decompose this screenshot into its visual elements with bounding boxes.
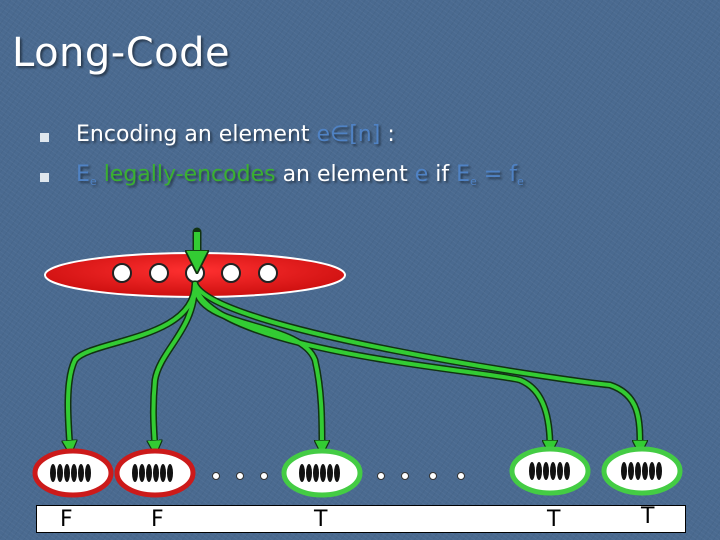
truth-label: T <box>641 504 655 529</box>
function-subscript: e <box>516 175 524 188</box>
truth-label: F <box>151 507 164 532</box>
true-encoding-ellipse <box>601 446 683 496</box>
encoding-subscript: e <box>470 175 477 188</box>
ellipsis-dots-icon <box>212 472 268 480</box>
slide-title: Long-Code <box>12 30 231 76</box>
element-circle <box>185 263 205 283</box>
equals-sign: = <box>476 162 510 187</box>
element-domain-ellipse <box>44 252 346 298</box>
bullet-square-icon <box>40 173 49 182</box>
element-symbol: e <box>414 162 429 187</box>
bullet-text-part: : <box>380 122 395 147</box>
encoding-symbol: E <box>456 162 470 187</box>
bit-stripes-icon <box>529 462 570 480</box>
element-symbol: e∈[n] <box>316 122 381 147</box>
truth-label: T <box>547 507 561 532</box>
truth-value-band <box>36 505 686 533</box>
element-circle <box>258 263 278 283</box>
encoding-symbol: E <box>76 162 90 187</box>
element-circle <box>149 263 169 283</box>
bit-stripes-icon <box>621 462 662 480</box>
legally-encodes-term: legally-encodes <box>103 162 276 187</box>
bullet-text-part: Encoding an element <box>76 122 317 147</box>
ellipsis-dots-icon <box>377 472 465 480</box>
element-circle <box>112 263 132 283</box>
true-encoding-ellipse <box>509 446 591 496</box>
bullet-text: Ee legally-encodes an element e if Ee = … <box>76 162 524 188</box>
false-encoding-ellipse <box>32 448 114 498</box>
arrow-to-true-encoding <box>193 282 550 448</box>
bit-stripes-icon <box>299 464 340 482</box>
truth-label: T <box>314 507 328 532</box>
arrow-to-false-encoding <box>153 282 197 448</box>
bullet-text: Encoding an element e∈[n] : <box>76 122 395 147</box>
encoding-subscript: e <box>89 175 97 188</box>
encoding-arrows <box>68 280 640 448</box>
bit-stripes-icon <box>50 464 91 482</box>
bullet-text-part: an element <box>275 162 415 187</box>
function-symbol: f <box>509 162 517 187</box>
truth-label: F <box>60 507 73 532</box>
arrow-to-false-encoding <box>68 282 197 448</box>
bullet-square-icon <box>40 133 49 142</box>
true-encoding-ellipse <box>281 448 363 498</box>
bullet-text-part: if <box>428 162 457 187</box>
element-circle <box>221 263 241 283</box>
bit-stripes-icon <box>132 464 173 482</box>
arrow-to-true-encoding <box>193 282 640 448</box>
false-encoding-ellipse <box>114 448 196 498</box>
